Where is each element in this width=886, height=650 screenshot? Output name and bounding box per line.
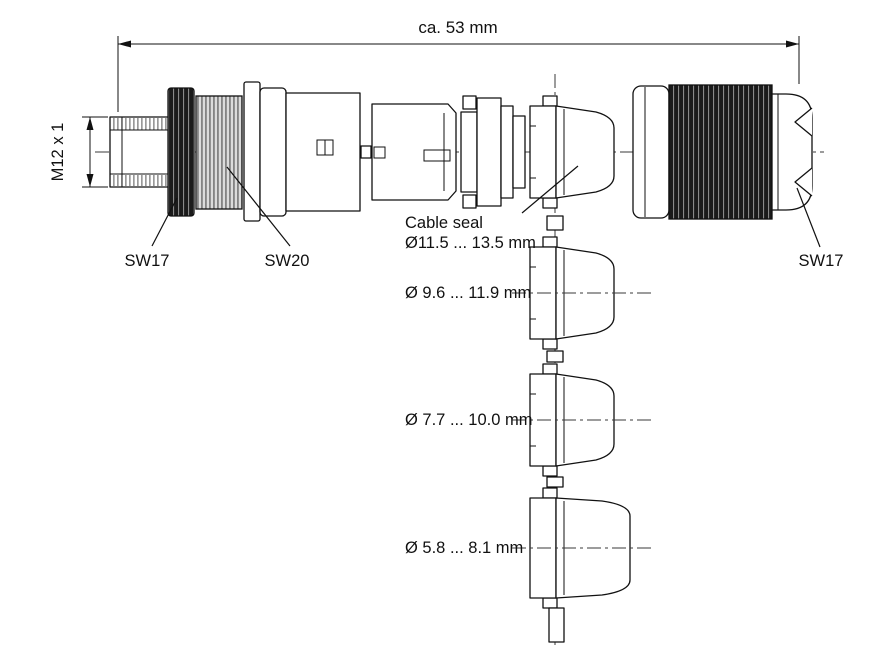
- leader-sw20: [226, 166, 291, 247]
- insert-housing: [371, 103, 457, 201]
- label-seal-size-4: Ø 5.8 ... 8.1 mm: [405, 539, 523, 557]
- leader-sw17-right: [796, 187, 821, 248]
- dimension-thread: M12 x 1: [49, 116, 108, 188]
- clamp-claw-bottom: [794, 167, 813, 197]
- contact-insert: [460, 95, 526, 209]
- overall-length-label: ca. 53 mm: [418, 18, 497, 37]
- coupling-nut-sw20: [195, 95, 243, 210]
- label-seal-size-1: Ø11.5 ... 13.5 mm: [405, 234, 536, 252]
- dimension-overall-length: ca. 53 mm: [117, 18, 800, 112]
- clamp-claw-top: [794, 107, 813, 137]
- collar-flange: [243, 81, 287, 222]
- label-seal-size-3: Ø 7.7 ... 10.0 mm: [405, 411, 532, 429]
- male-thread-stud: [109, 116, 173, 188]
- knurl-ring-sw17: [167, 87, 195, 217]
- label-sw17-right: SW17: [799, 252, 844, 270]
- housing-grip: [632, 84, 813, 220]
- label-sw20: SW20: [265, 252, 310, 270]
- thread-label: M12 x 1: [49, 123, 67, 182]
- connector-body: [285, 92, 372, 212]
- seal-clips: [546, 215, 565, 643]
- leader-cable-seal: [521, 165, 579, 214]
- cable-seal-main: [529, 95, 615, 209]
- label-sw17-left: SW17: [125, 252, 170, 270]
- label-cable-seal-heading: Cable seal: [405, 214, 483, 232]
- leader-sw17-left: [151, 197, 178, 247]
- label-seal-size-2: Ø 9.6 ... 11.9 mm: [405, 284, 531, 302]
